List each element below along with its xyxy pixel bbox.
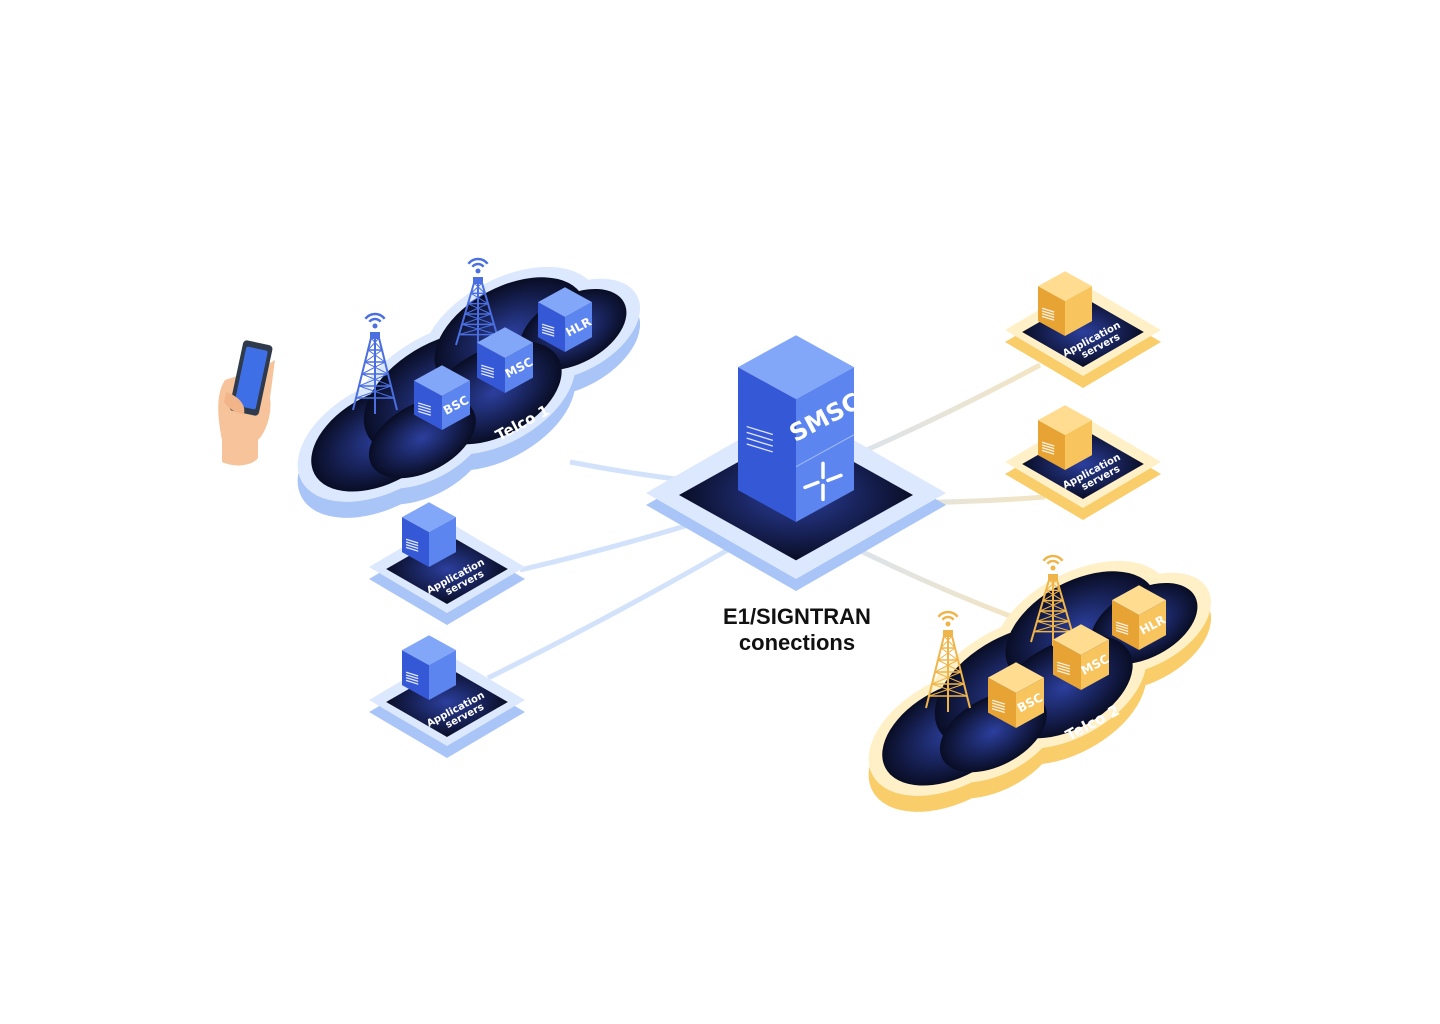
vent-icon [1041,307,1055,321]
box-right-face [442,380,470,430]
telco-1-bsc-box [414,365,470,430]
vent-icon [992,699,1005,714]
vent-icon [481,364,494,379]
wifi-signal-icon [1042,554,1064,571]
box-top-face [1038,271,1092,301]
vent-icon [541,323,555,337]
vent-icon [405,671,419,685]
telco-2-bsc-box [988,662,1044,728]
vent-icon [405,538,419,552]
box-right-face [429,650,456,700]
smsc-divider [795,434,855,468]
vent-icon [1115,621,1129,635]
thumb-icon [224,392,245,414]
box-right-face [1081,639,1109,690]
telco-2-hlr-box [1112,585,1166,650]
wifi-signal-icon [364,312,386,329]
telco-1-tower [352,312,398,414]
box-top-face [477,327,533,358]
box-top-face [1112,585,1166,615]
box-right-face [1016,677,1044,728]
box-top-face [738,335,854,399]
box-right-face [429,517,456,567]
box-right-face [796,367,854,522]
telco-2-tower [1030,554,1076,646]
box-right-face [1139,600,1166,650]
box-top-face [1053,624,1109,655]
platform-inner [1022,429,1144,499]
vent-icon [1041,441,1055,455]
app-server-box [402,502,456,567]
phone-screen [234,346,268,410]
app-server-box [1038,405,1092,470]
box-top-face [414,365,470,396]
telco-1-tower [455,257,501,349]
box-right-face [1065,286,1092,336]
mobile-phone-in-hand [218,340,275,466]
wifi-signal-icon [937,610,959,627]
box-top-face [988,662,1044,693]
wifi-signal-icon [467,257,489,274]
box-top-face [1038,405,1092,435]
box-top-face [538,287,592,317]
caption-line-2: conections [739,630,855,655]
box-top-face [402,635,456,665]
arrows-converge-icon [803,461,843,502]
box-right-face [505,342,533,393]
telco-2-msc-box [1053,624,1109,690]
caption-line-1: E1/SIGNTRAN [723,604,871,629]
platform-inner [1022,297,1144,367]
box-right-face [1065,420,1092,470]
telco-1-hlr-box [538,287,592,352]
telco-1-msc-box [477,327,533,393]
app-server-box [1038,271,1092,336]
app-server-box [402,635,456,700]
box-right-face [565,302,592,352]
box-top-face [402,502,456,532]
connections-caption: E1/SIGNTRAN conections [723,604,871,655]
vent-icon [418,402,431,416]
vent-icon [1057,661,1070,676]
telco-2-tower [925,610,971,712]
vent-icon [746,425,773,453]
smsc-server [738,335,854,522]
